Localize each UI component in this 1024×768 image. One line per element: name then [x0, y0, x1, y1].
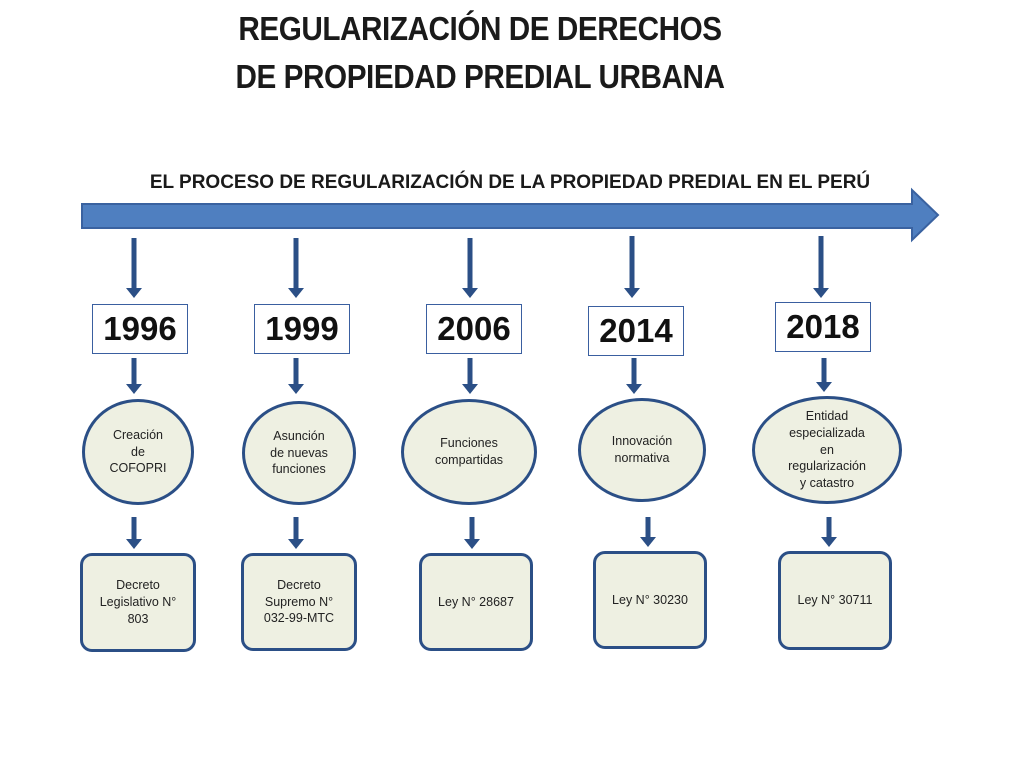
page-title-line-2: DE PROPIEDAD PREDIAL URBANA	[235, 58, 725, 95]
connector-arrow-head	[288, 384, 304, 394]
event-text: Entidad especializada en regularización …	[788, 408, 866, 491]
connector-arrow-head	[640, 537, 656, 547]
event-text: Innovación normativa	[611, 434, 673, 465]
timeline-arrow	[81, 187, 940, 243]
page-title-line-1: REGULARIZACIÓN DE DERECHOS	[238, 10, 722, 47]
event-text: Asunción de nuevas funciones	[270, 428, 328, 477]
year-box-2018: 2018	[775, 302, 871, 352]
connector-arrow-head	[624, 288, 640, 298]
event-ellipse-2014: Innovación normativa	[578, 398, 706, 502]
connector-arrow-head	[462, 384, 478, 394]
norm-text: Ley N° 30230	[612, 592, 688, 607]
connector-arrow-head	[626, 384, 642, 394]
event-ellipse-2018: Entidad especializada en regularización …	[752, 396, 902, 504]
event-text: Creación de COFOPRI	[109, 427, 167, 476]
year-box-2006: 2006	[426, 304, 522, 354]
norm-text: Decreto Supremo N° 032-99-MTC	[263, 577, 335, 626]
connector-arrow-head	[126, 539, 142, 549]
connector-arrow-head	[813, 288, 829, 298]
event-text: Funciones compartidas	[434, 436, 504, 467]
connector-arrow-head	[288, 288, 304, 298]
norm-box-2018: Ley N° 30711	[778, 551, 892, 650]
connector-arrow-head	[126, 384, 142, 394]
connector-arrow-head	[288, 539, 304, 549]
norm-text: Ley N° 28687	[438, 594, 514, 609]
event-ellipse-2006: Funciones compartidas	[401, 399, 537, 505]
connector-arrow-head	[816, 382, 832, 392]
norm-box-2006: Ley N° 28687	[419, 553, 533, 651]
year-box-2014: 2014	[588, 306, 684, 356]
connector-arrow-head	[462, 288, 478, 298]
norm-text: Decreto Legislativo N° 803	[99, 578, 177, 626]
event-ellipse-1996: Creación de COFOPRI	[82, 399, 194, 505]
norm-box-2014: Ley N° 30230	[593, 551, 707, 649]
norm-box-1999: Decreto Supremo N° 032-99-MTC	[241, 553, 357, 651]
event-ellipse-1999: Asunción de nuevas funciones	[242, 401, 356, 505]
connector-arrow-head	[464, 539, 480, 549]
timeline-subtitle: EL PROCESO DE REGULARIZACIÓN DE LA PROPI…	[149, 172, 871, 193]
norm-text: Ley N° 30711	[797, 593, 873, 608]
year-box-1996: 1996	[92, 304, 188, 354]
connector-arrow-head	[821, 537, 837, 547]
connector-arrow-head	[126, 288, 142, 298]
norm-box-1996: Decreto Legislativo N° 803	[80, 553, 196, 652]
year-box-1999: 1999	[254, 304, 350, 354]
